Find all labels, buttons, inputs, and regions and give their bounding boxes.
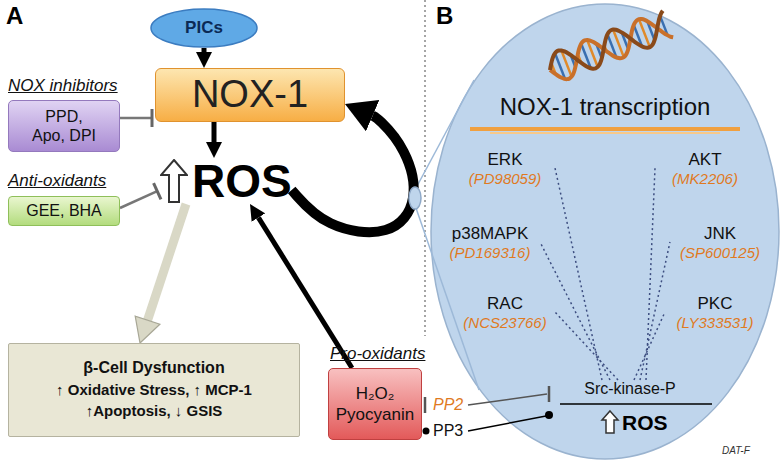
kinase-name: p38MAPK <box>452 224 529 244</box>
src-kinase-label: Src-kinase-P <box>575 380 685 398</box>
hollow-up-arrow <box>160 159 188 203</box>
inhibition-bar <box>424 397 427 413</box>
ellipse-shape <box>431 4 779 459</box>
transcription-bar <box>490 132 720 134</box>
signature: DAT-F <box>722 445 750 456</box>
inhibition-bar <box>548 386 551 402</box>
group-heading: Pro-oxidants <box>330 344 425 364</box>
activation-dot <box>545 411 553 419</box>
antioxidant-box: GEE, BHA <box>8 196 120 226</box>
kinase-name: PKC <box>698 294 733 314</box>
kinase-label: PKC(LY333531) <box>665 294 765 331</box>
connector <box>292 116 414 232</box>
ros-label: ROS <box>622 411 668 435</box>
enzyme-box: NOX-1 <box>155 68 345 122</box>
panel-heading: NOX-1 transcription <box>500 93 711 121</box>
box-heading: β-Cell Dysfunction <box>83 359 224 377</box>
node-label: H₂O₂ Pyocyanin <box>333 383 417 426</box>
connector <box>212 122 217 142</box>
inhibitor-name: (SP600125) <box>680 244 760 261</box>
inhibitor-name: (MK2206) <box>672 170 738 187</box>
connector <box>202 48 207 52</box>
box-body: ↑ Oxidative Stress, ↑ MCP-1 ↑Apoptosis, … <box>17 380 291 421</box>
node-label: ROS <box>192 158 292 204</box>
zoom-oval <box>409 187 421 209</box>
kinase-name: JNK <box>704 224 736 244</box>
inhibitor-name: (NCS23766) <box>463 314 546 331</box>
ellipse-shape <box>151 9 257 47</box>
kinase-name: ERK <box>488 150 523 170</box>
ros-node: ROS <box>160 158 292 204</box>
kinase-label: JNK(SP600125) <box>670 224 770 261</box>
group-heading: NOX inhibitors <box>8 76 118 96</box>
connector <box>120 191 157 208</box>
kinase-label: RAC(NCS23766) <box>455 294 555 331</box>
inhibitor-box: PPD, Apo, DPI <box>8 100 120 152</box>
kinase-label: p38MAPK(PD169316) <box>440 224 540 261</box>
activation-dot <box>423 428 430 435</box>
inhibitor-name: (LY333531) <box>676 314 753 331</box>
inhibitor-name: PP2 <box>433 396 463 414</box>
node-label: NOX-1 <box>192 74 308 116</box>
inhibitor-name: (PD98059) <box>469 170 542 187</box>
signaling-panel: NOX-1 transcriptionERK(PD98059) AKT(MK220… <box>430 3 780 460</box>
connector <box>120 117 152 120</box>
panel-letter: A <box>6 2 23 30</box>
outcome-box: β-Cell Dysfunction ↑ Oxidative Stress, ↑ … <box>8 343 300 437</box>
group-heading: Anti-oxidants <box>8 171 106 191</box>
node-label: PPD, Apo, DPI <box>29 107 99 145</box>
transcription-bar <box>470 127 740 131</box>
node-label: GEE, BHA <box>26 202 102 220</box>
connector <box>148 204 186 320</box>
kinase-name: RAC <box>487 294 523 314</box>
kinase-name: AKT <box>688 150 721 170</box>
prooxidant-box: H₂O₂ Pyocyanin <box>328 368 422 440</box>
panel-divider <box>424 0 426 336</box>
node-label: PICs <box>185 18 223 38</box>
hollow-up-arrow <box>161 160 187 202</box>
membrane-line <box>560 403 712 405</box>
control-name: PP3 <box>433 422 463 440</box>
kinase-label: AKT(MK2206) <box>655 150 755 187</box>
stimulus-ellipse: PICs <box>150 8 258 48</box>
kinase-label: ERK(PD98059) <box>455 150 555 187</box>
panel-letter: B <box>436 2 453 30</box>
inhibitor-name: (PD169316) <box>450 244 531 261</box>
node-label: Src-kinase-P <box>584 380 676 398</box>
